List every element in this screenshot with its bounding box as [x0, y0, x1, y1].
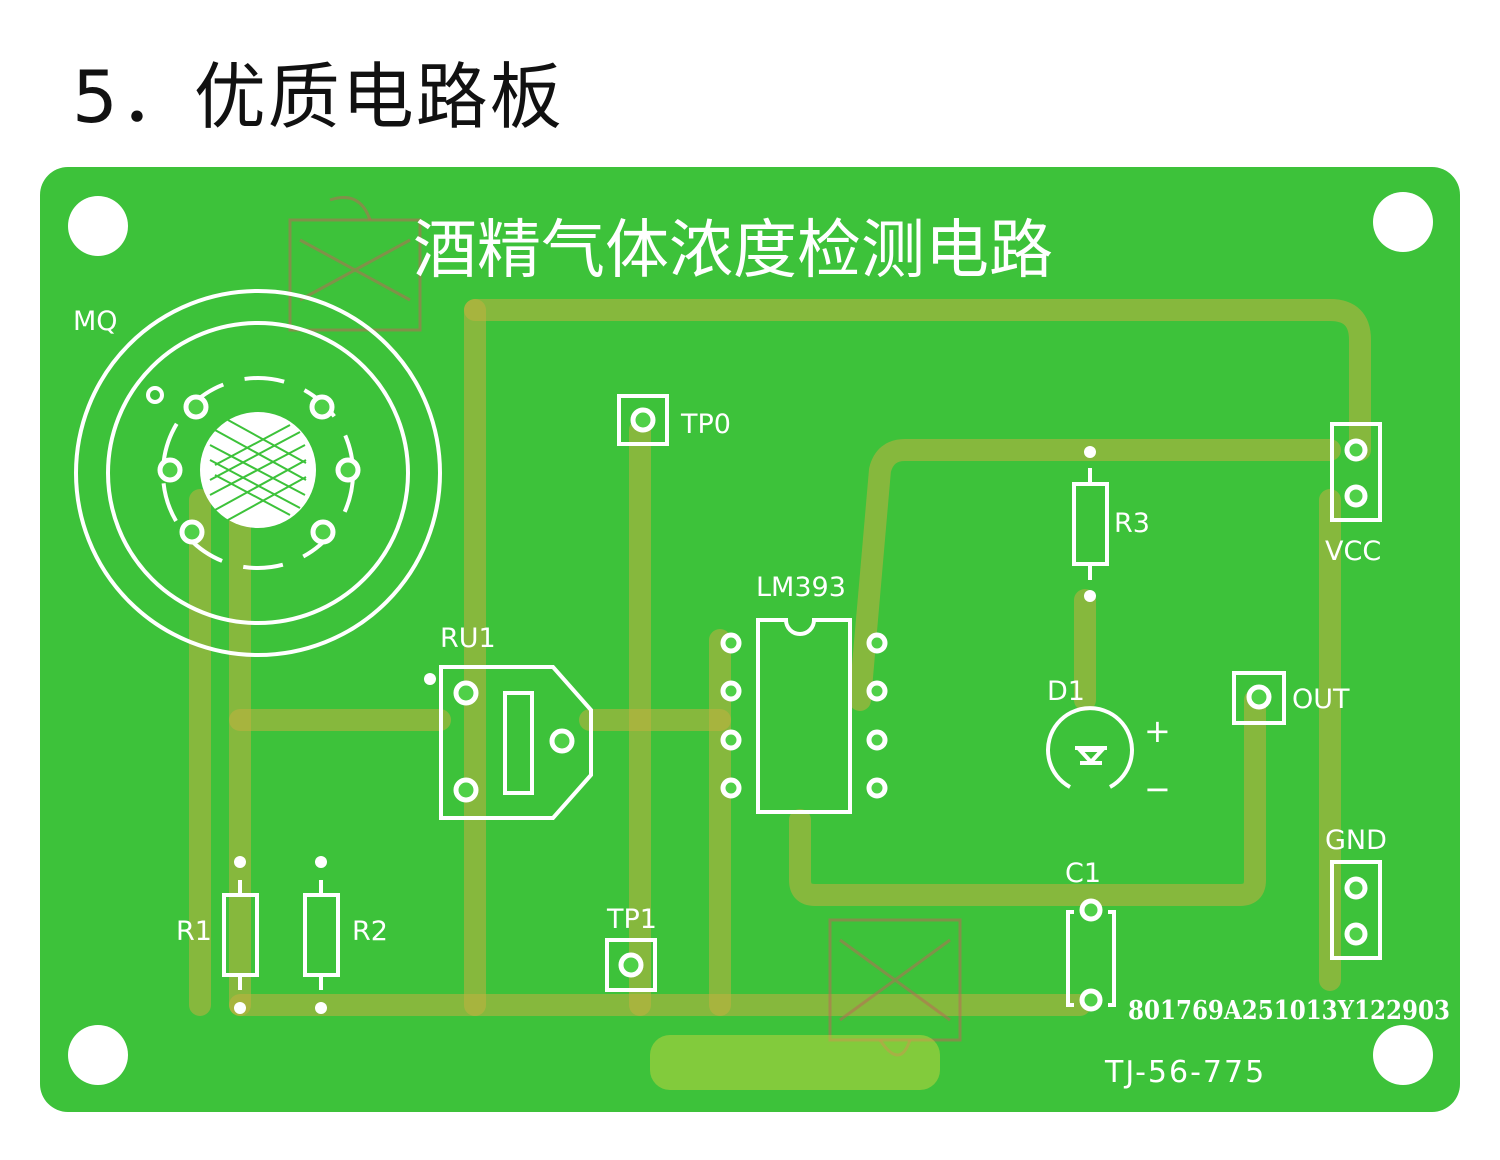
tp1-pad-outline	[605, 938, 657, 992]
mounting-hole-bottom-left	[68, 1025, 128, 1085]
label-c1: C1	[1065, 858, 1101, 889]
pcb-substrate	[40, 167, 1460, 1112]
label-tp1: TP1	[606, 904, 657, 935]
gnd-header-outline	[1330, 860, 1382, 960]
lm393-outline	[756, 618, 852, 814]
c1-outline	[1066, 910, 1116, 1007]
small-vias	[234, 446, 1096, 1014]
ru1-outline	[439, 665, 593, 820]
label-r1: R1	[176, 916, 212, 947]
page-heading: 5．优质电路板	[72, 55, 564, 139]
mq-middle-ring	[106, 321, 410, 625]
label-d1: D1	[1047, 676, 1085, 707]
label-r3: R3	[1114, 508, 1150, 539]
serial-number: 801769A251013Y122903	[1128, 996, 1450, 1026]
mounting-hole-bottom-right	[1373, 1025, 1433, 1085]
model-number: TJ-56-775	[1104, 1055, 1266, 1090]
label-r2: R2	[352, 916, 388, 947]
mq-mesh	[200, 412, 316, 528]
label-vcc: VCC	[1325, 536, 1381, 567]
mq-outer-ring	[74, 289, 442, 657]
mq-pin1-marker	[146, 386, 164, 404]
label-plus: +	[1144, 712, 1171, 750]
component-pads	[157, 394, 1368, 1012]
resistor-leads	[238, 468, 1092, 990]
tp0-pad-outline	[617, 394, 669, 446]
label-tp0: TP0	[680, 409, 731, 440]
label-ru1: RU1	[440, 623, 496, 654]
label-out: OUT	[1292, 684, 1350, 715]
mounting-hole-top-right	[1373, 192, 1433, 252]
label-minus: −	[1144, 770, 1171, 808]
mounting-hole-top-left	[68, 196, 128, 256]
reverse-side-markings	[288, 196, 962, 1057]
d1-symbol	[1075, 746, 1107, 765]
label-mq: MQ	[73, 306, 118, 337]
yellow-smudge	[650, 1035, 940, 1090]
mounting-holes	[68, 192, 1433, 1085]
vcc-header-outline	[1330, 422, 1382, 522]
d1-outline	[1046, 706, 1134, 789]
board-title: 酒精气体浓度检测电路	[413, 214, 1053, 288]
out-pad-outline	[1232, 671, 1286, 725]
ru1-wiper	[503, 691, 534, 795]
label-lm393: LM393	[756, 572, 846, 603]
label-gnd: GND	[1325, 825, 1387, 856]
